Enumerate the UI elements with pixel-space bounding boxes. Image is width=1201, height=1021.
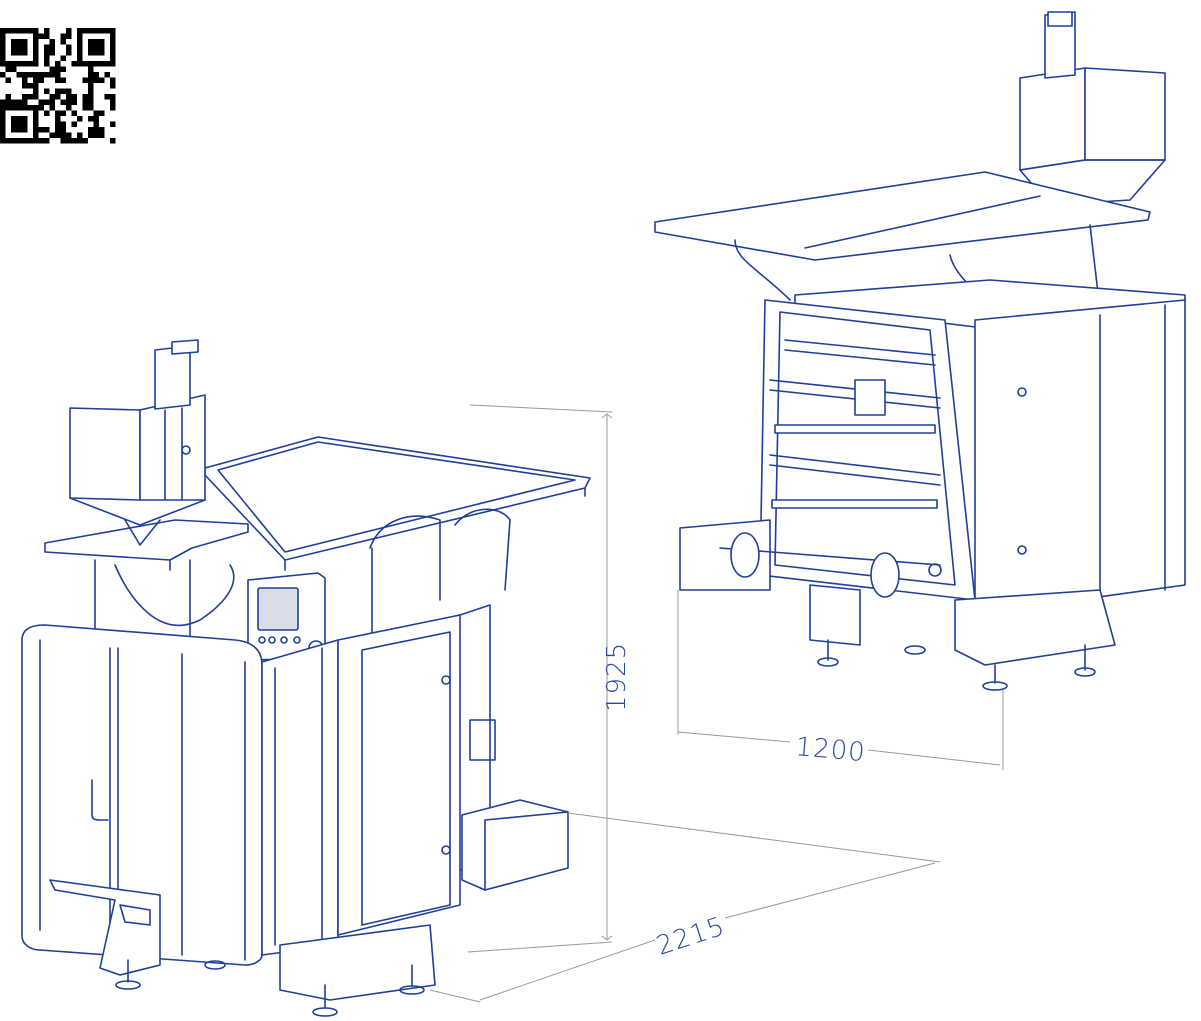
machine-rear-view <box>654 11 1186 691</box>
dimension-length-label: 2215 <box>653 911 729 961</box>
dimension-height: 1925 <box>467 404 632 953</box>
dimension-height-label: 1925 <box>602 642 632 712</box>
qr-code-icon <box>0 28 116 144</box>
machine-front-view <box>21 339 591 1017</box>
dimension-width: 1200 <box>677 590 1004 770</box>
dimension-width-label: 1200 <box>794 732 867 768</box>
